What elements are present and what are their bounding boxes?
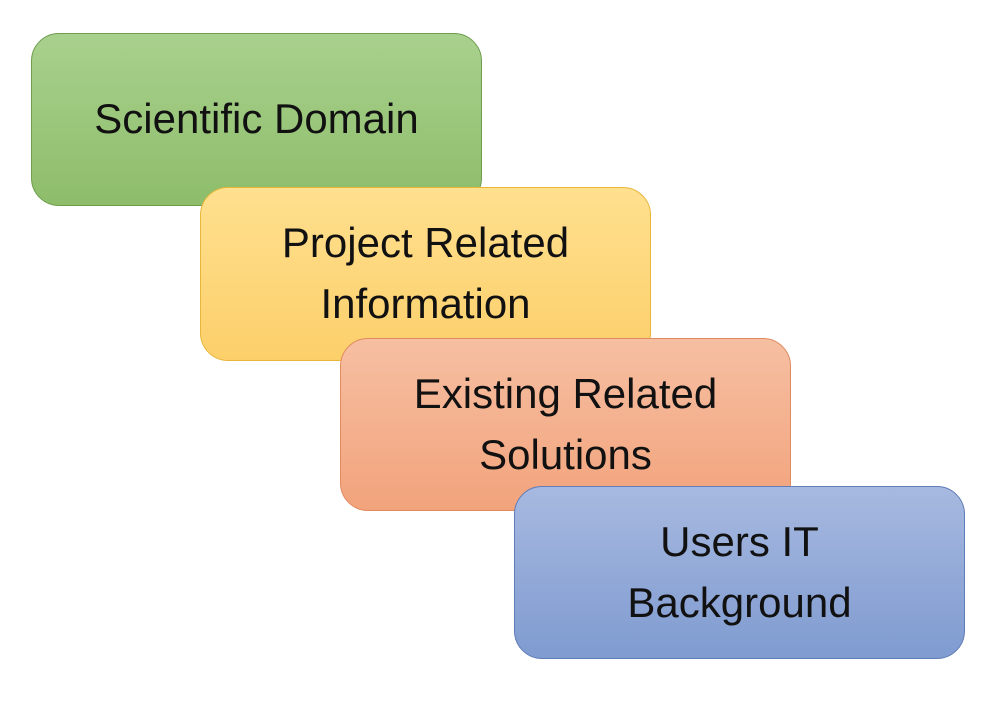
step-existing-related-solutions: Existing Related Solutions — [340, 338, 791, 511]
step-users-it-background: Users IT Background — [514, 486, 965, 659]
step-label: Existing Related Solutions — [413, 369, 718, 478]
step-label: Scientific Domain — [94, 95, 419, 143]
step-project-related-information: Project Related Information — [200, 187, 651, 361]
step-label: Users IT Background — [627, 517, 852, 626]
step-label: Project Related Information — [281, 219, 570, 327]
step-scientific-domain: Scientific Domain — [31, 33, 482, 206]
